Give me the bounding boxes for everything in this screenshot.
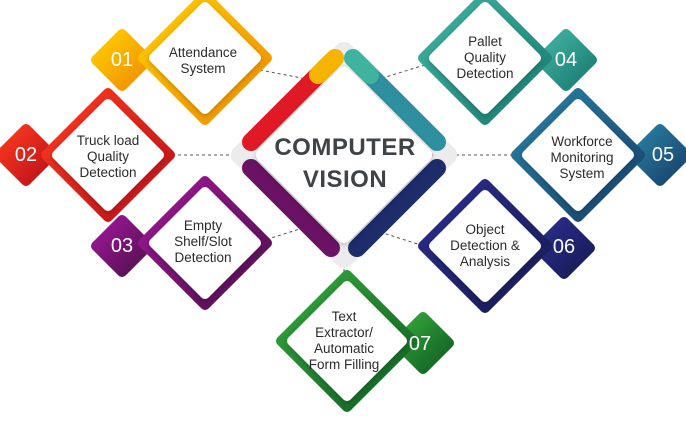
node-07-panel	[287, 281, 407, 401]
node-05-badge	[629, 124, 686, 186]
node-03-badge	[91, 215, 153, 277]
node-04-badge	[535, 29, 597, 91]
node-01-number: 01	[110, 49, 134, 71]
node-01-panel	[149, 2, 261, 114]
node-06-number: 06	[552, 236, 576, 258]
node-07-number: 07	[408, 333, 432, 355]
node-02-panel	[52, 99, 164, 211]
central-hub	[231, 42, 457, 268]
node-01	[91, 0, 272, 125]
node-03	[91, 176, 272, 310]
central-title-line-1: COMPUTER	[274, 134, 416, 161]
node-04	[418, 0, 597, 125]
nodes-layer	[0, 0, 686, 412]
node-07	[276, 270, 454, 412]
node-03-number: 03	[110, 235, 134, 257]
central-title-line-2: VISION	[302, 166, 388, 193]
node-05	[511, 88, 686, 222]
central-title: COMPUTER VISION	[250, 132, 440, 196]
node-01-badge	[91, 29, 153, 91]
node-04-panel	[429, 2, 541, 114]
node-04-number: 04	[554, 49, 578, 71]
node-05-panel	[522, 99, 634, 211]
node-02-badge	[0, 124, 57, 186]
node-05-number: 05	[651, 144, 675, 166]
node-03-panel	[149, 187, 261, 299]
node-06-panel	[429, 190, 541, 302]
node-06	[418, 179, 595, 313]
node-02-number: 02	[14, 144, 38, 166]
node-02	[0, 88, 175, 222]
